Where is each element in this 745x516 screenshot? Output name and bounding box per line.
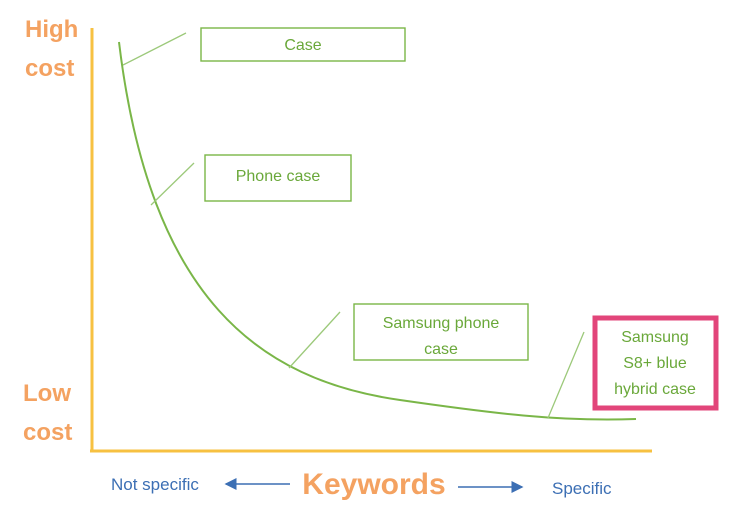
label-case-text: Case [284, 37, 321, 54]
label-samsung-s8-line3: hybrid case [614, 381, 696, 398]
label-samsung-phone-case-box [353, 303, 529, 361]
label-samsung-s8-hybrid-case: Samsung S8+ blue hybrid case [592, 315, 719, 411]
label-case: Case [200, 27, 406, 62]
not-specific-label: Not specific [111, 475, 199, 494]
leader-line-phone-case [150, 162, 195, 206]
label-samsung-phone-case-line2: case [424, 341, 458, 358]
low-cost-label-line1: Low [23, 380, 71, 407]
label-samsung-phone-case: Samsung phone case [353, 303, 529, 361]
specific-label: Specific [552, 479, 612, 498]
label-samsung-s8-hybrid-case-box [592, 315, 719, 411]
label-samsung-s8-line1: Samsung [621, 329, 689, 346]
leader-line-samsung-s8 [547, 331, 585, 419]
cost-curve [118, 41, 637, 421]
high-cost-label-line1: High [25, 16, 78, 43]
high-cost-label-line2: cost [25, 55, 74, 82]
label-case-box [200, 27, 406, 62]
leader-line-case [122, 32, 187, 66]
label-phone-case-text: Phone case [236, 168, 321, 185]
label-samsung-phone-case-line1: Samsung phone [383, 315, 500, 332]
low-cost-label-line2: cost [23, 419, 72, 446]
label-phone-case: Phone case [204, 154, 352, 202]
keywords-title: Keywords [302, 468, 445, 501]
leader-line-samsung-phone-case [288, 311, 341, 369]
label-phone-case-box [204, 154, 352, 202]
label-samsung-s8-line2: S8+ blue [623, 355, 687, 372]
